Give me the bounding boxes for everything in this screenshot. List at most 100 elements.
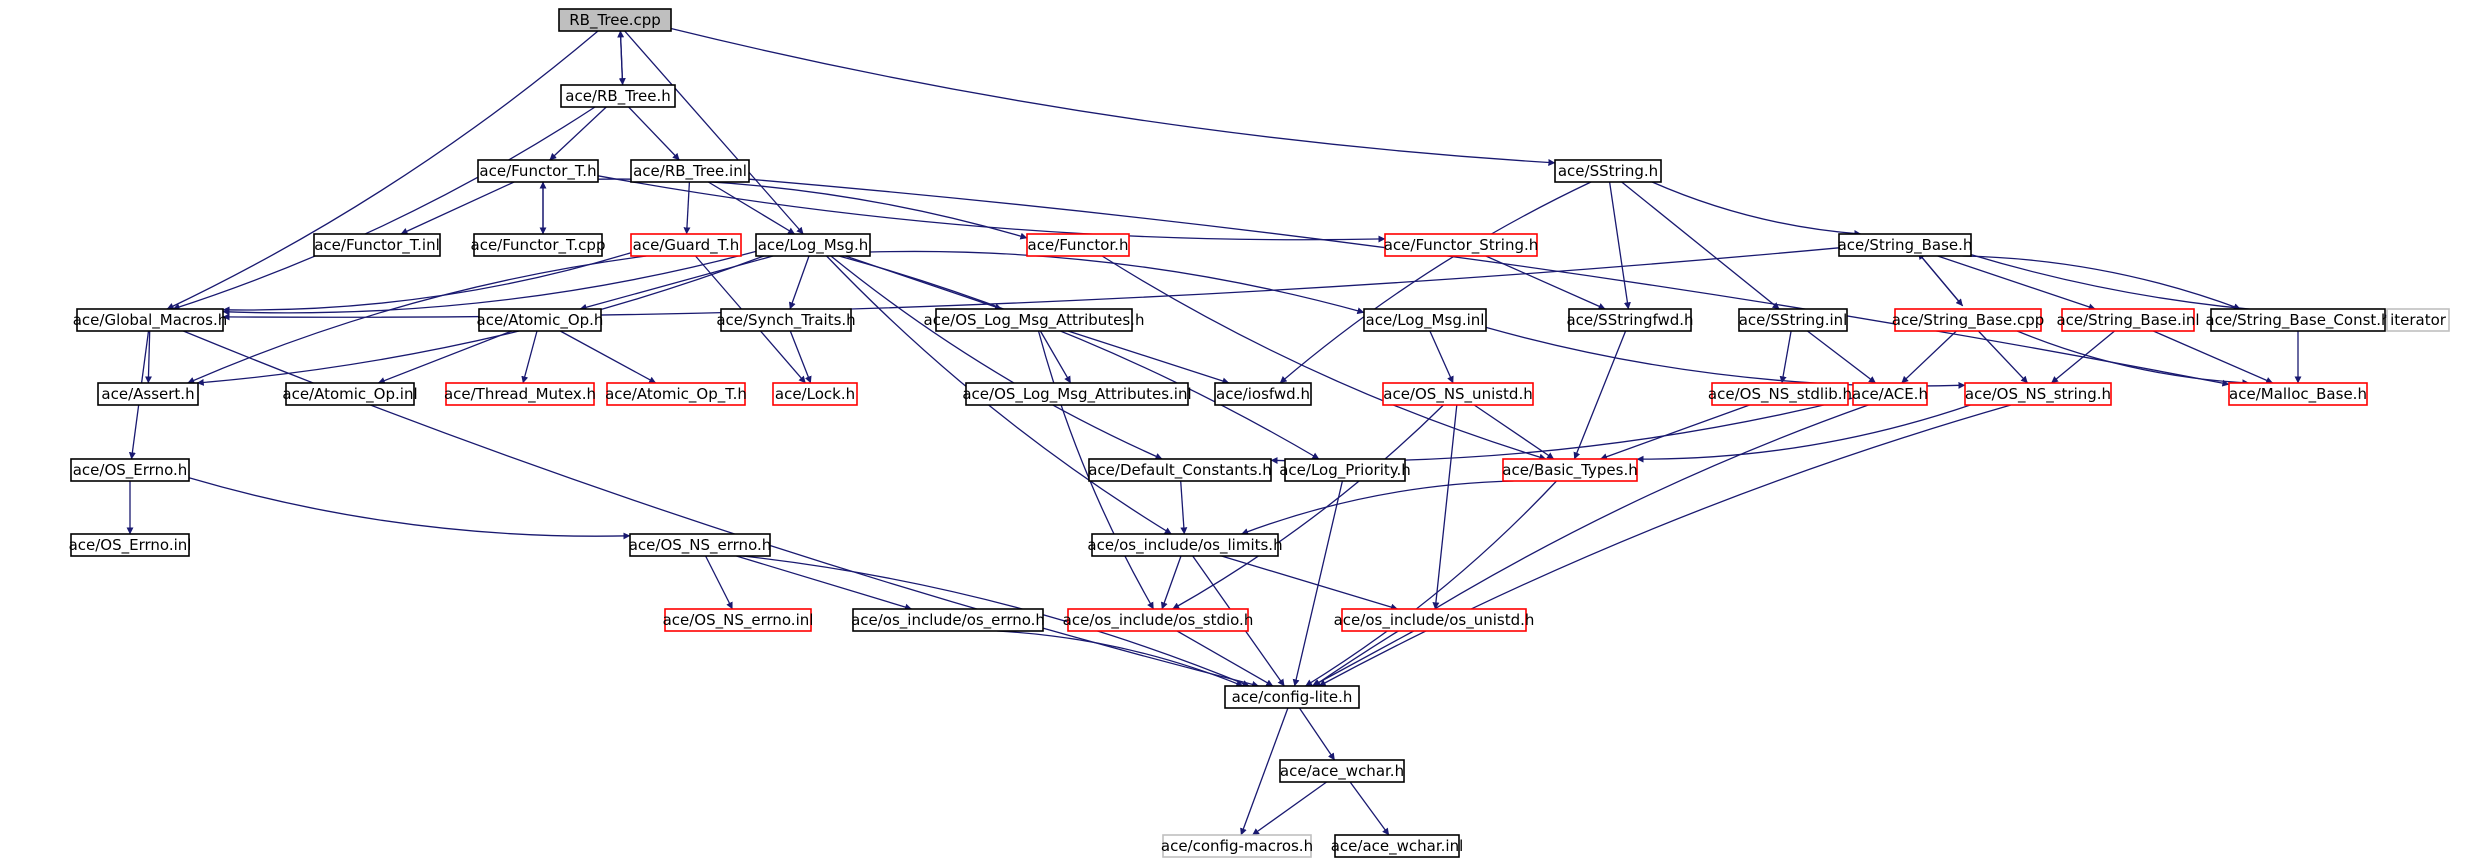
node-label: ace/Functor_T.inl [314,236,440,255]
node-string-base-h[interactable]: ace/String_Base.h [1838,233,1973,257]
edge-line [559,330,657,384]
node-label: ace/Basic_Types.h [1502,461,1637,480]
node-rb-tree-inl[interactable]: ace/RB_Tree.inl [630,159,750,183]
edge-line [1429,330,1454,384]
edge-os_log_msg_attributes_h-to-os_log_msg_attributes_inl [1039,330,1072,384]
edge-line [2050,330,2116,384]
node-label: ace/Thread_Mutex.h [444,385,596,404]
node-synch-traits-h[interactable]: ace/Synch_Traits.h [716,308,856,332]
edge-sstringfwd_h-to-basic_types_h [1573,330,1627,460]
node-iterator: iterator [2386,308,2450,332]
edge-line [1180,480,1188,535]
edge-log_msg_h-to-assert_h [196,255,765,386]
node-os-ns-stdlib-h[interactable]: ace/OS_NS_stdlib.h [1708,382,1852,406]
node-functor-string-h[interactable]: ace/Functor_String.h [1384,233,1539,257]
node-box [606,382,746,406]
edge-line [1901,330,1957,384]
node-os-errno-h[interactable]: ace/OS_Errno.h [70,458,190,482]
node-basic-types-h[interactable]: ace/Basic_Types.h [1502,458,1638,482]
node-os-errno-os-h[interactable]: ace/os_include/os_errno.h [851,608,1045,632]
node-global-macros-h[interactable]: ace/Global_Macros.h [73,308,228,332]
node-atomic-op-h[interactable]: ace/Atomic_Op.h [477,308,604,332]
edge-line [222,247,1840,321]
node-lock-h[interactable]: ace/Lock.h [772,382,858,406]
node-label: ace/OS_Log_Msg_Attributes.inl [962,385,1191,404]
edge-ace_h-to-config_lite_h [1313,404,1869,687]
edge-rb_tree_h-to-global_macros_h [172,106,596,311]
node-log-msg-h[interactable]: ace/Log_Msg.h [755,233,871,257]
edge-atomic_op_h-to-atomic_op_t_h [559,330,657,384]
node-sstring-h[interactable]: ace/SString.h [1554,159,1662,183]
node-malloc-base-h[interactable]: ace/Malloc_Base.h [2228,382,2368,406]
node-box [664,608,812,632]
node-string-base-inl[interactable]: ace/String_Base.inl [2056,308,2200,332]
edge-line [1608,181,1631,310]
node-string-base-cpp[interactable]: ace/String_Base.cpp [1892,308,2045,332]
node-sstring-inl[interactable]: ace/SString.inl [1738,308,1848,332]
node-label: ace/ace_wchar.h [1280,762,1404,781]
edge-line [628,106,680,161]
node-ace-h[interactable]: ace/ACE.h [1852,382,1928,406]
edge-rb_tree_cpp-to-sstring_h [670,27,1556,166]
node-label: ace/ACE.h [1852,385,1928,403]
node-label: ace/RB_Tree.h [565,87,670,106]
edge-line [1970,253,2388,320]
edge-guard_t_h-to-assert_h [187,255,647,384]
node-os-log-msg-attributes-h[interactable]: ace/OS_Log_Msg_Attributes.h [924,308,1145,332]
edge-functor_h-to-basic_types_h [1101,255,1547,461]
node-guard-t-h[interactable]: ace/Guard_T.h [630,233,742,257]
edge-guard_t_h-to-global_macros_h [222,252,632,314]
node-os-stdio-h[interactable]: ace/os_include/os_stdio.h [1063,608,1254,632]
node-os-limits-h[interactable]: ace/os_include/os_limits.h [1087,533,1283,557]
node-atomic-op-t-h[interactable]: ace/Atomic_Op_T.h [605,382,747,406]
node-sstringfwd-h[interactable]: ace/SStringfwd.h [1566,308,1694,332]
edge-line [400,181,515,235]
node-ace-wchar-h[interactable]: ace/ace_wchar.h [1279,759,1405,783]
node-box [477,159,599,183]
edge-line [377,330,513,384]
node-label: ace/SString.h [1558,162,1658,180]
node-label: ace/Log_Msg.h [758,236,869,255]
node-rb-tree-h[interactable]: ace/RB_Tree.h [560,84,676,108]
node-atomic-op-inl[interactable]: ace/Atomic_Op.inl [282,382,418,406]
node-os-errno-inl[interactable]: ace/OS_Errno.inl [69,533,192,557]
node-log-msg-inl[interactable]: ace/Log_Msg.inl [1363,308,1487,332]
node-functor-h[interactable]: ace/Functor.h [1026,233,1130,257]
edge-log_msg_h-to-log_msg_inl [869,250,1365,315]
edge-line [1039,330,1072,384]
edge-line [845,255,1002,311]
node-os-ns-string-h[interactable]: ace/OS_NS_string.h [1964,382,2112,406]
node-os-ns-errno-h[interactable]: ace/OS_NS_errno.h [629,533,772,557]
node-functor-t-inl[interactable]: ace/Functor_T.inl [313,233,441,257]
edge-default_constants_h-to-os_limits_h [1180,480,1188,535]
node-os-log-msg-attributes-inl[interactable]: ace/OS_Log_Msg_Attributes.inl [962,382,1192,406]
node-iosfwd-h[interactable]: ace/iosfwd.h [1214,382,1312,406]
node-os-ns-errno-inl[interactable]: ace/OS_NS_errno.inl [663,608,814,632]
edge-line [1240,707,1289,836]
node-log-priority-h[interactable]: ace/Log_Priority.h [1279,458,1411,482]
edge-line [1349,781,1390,836]
edge-line [1621,181,1780,310]
edge-string_base_cpp-to-malloc_base_h [2016,330,2250,387]
node-string-base-const-h[interactable]: ace/String_Base_Const.h [2205,308,2391,332]
edge-line [1485,326,1966,389]
node-ace-wchar-inl[interactable]: ace/ace_wchar.inl [1331,834,1464,858]
node-os-ns-unistd-h[interactable]: ace/OS_NS_unistd.h [1382,382,1534,406]
node-label: ace/SString.inl [1739,311,1848,329]
edge-os_unistd_os_h-to-config_lite_h [1311,630,1415,687]
node-box [1384,233,1538,257]
edge-line [222,250,757,316]
edge-line [1252,781,1327,836]
node-box [1502,458,1638,482]
node-functor-t-h[interactable]: ace/Functor_T.h [477,159,599,183]
node-default-constants-h[interactable]: ace/Default_Constants.h [1088,458,1272,482]
node-box [1838,233,1972,257]
node-config-lite-h[interactable]: ace/config-lite.h [1224,685,1360,709]
node-rb-tree-cpp[interactable]: RB_Tree.cpp [558,8,672,32]
node-assert-h[interactable]: ace/Assert.h [97,382,199,406]
node-os-unistd-os-h[interactable]: ace/os_include/os_unistd.h [1334,608,1535,632]
edge-log_msg_h-to-synch_traits_h [788,255,810,310]
node-thread-mutex-h[interactable]: ace/Thread_Mutex.h [444,382,596,406]
edge-layer [126,27,2388,836]
node-functor-t-cpp[interactable]: ace/Functor_T.cpp [471,233,606,257]
